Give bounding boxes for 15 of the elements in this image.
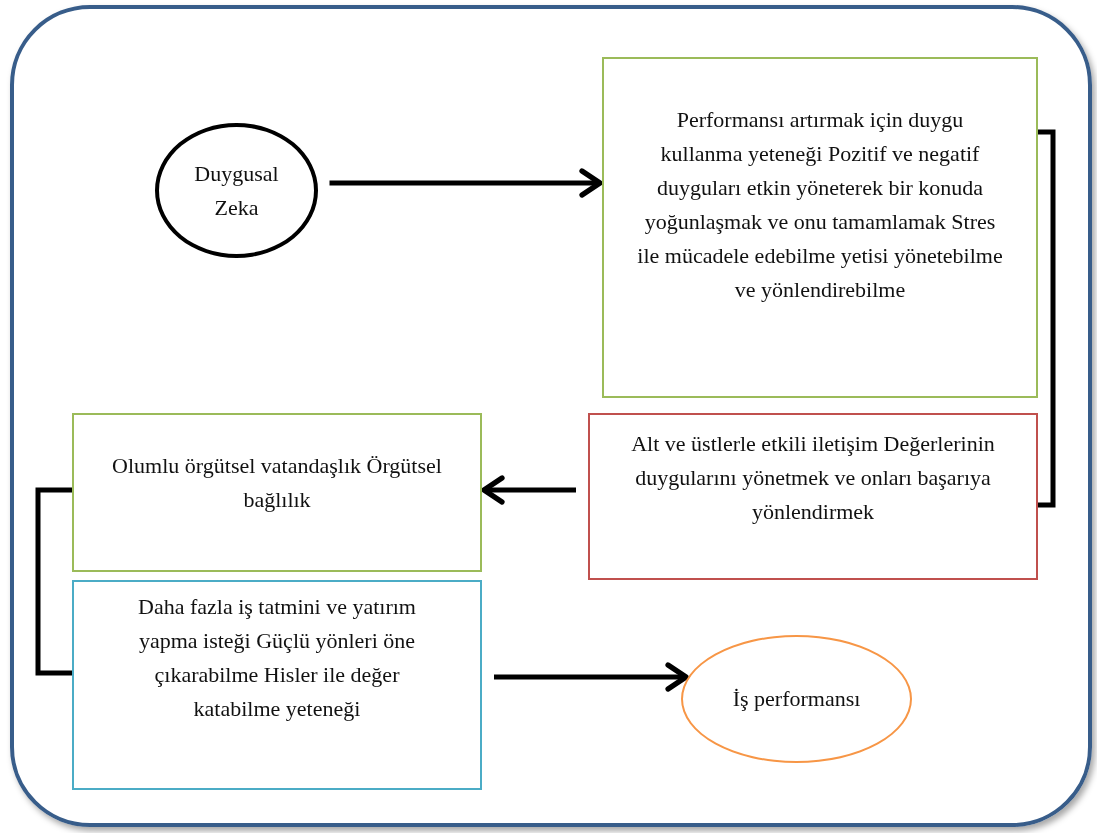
node-text: Performansı artırmak için duygu kullanma yeteneği Pozitif ve negatif duyguları etkin yöneterek bir konuda yoğunlaşmak ve onu tamamlamak Stres ile mücadele edebilme yetisi yönetebilme ve yönlendirebilme <box>636 106 1004 304</box>
text-box <box>588 413 1038 580</box>
bracket-connector <box>1038 129 1056 508</box>
text-box <box>72 413 482 572</box>
node-text: Olumlu örgütsel vatandaşlık Örgütsel bağlılık <box>111 452 443 514</box>
arrow <box>494 662 689 692</box>
arrow <box>481 475 576 505</box>
node-text: Daha fazla iş tatmini ve yatırım yapma isteği Güçlü yönleri öne çıkarabilme Hisler ile değer katabilme yeteneği <box>137 593 417 723</box>
text-box <box>602 57 1038 398</box>
bracket-connector <box>35 487 72 676</box>
node-text: Alt ve üstlerle etkili iletişim Değerlerinin duygularını yönetmek ve onları başarıya yönlendirmek <box>630 430 996 526</box>
node-text: Duygusal Zeka <box>194 159 279 222</box>
text-box <box>72 580 482 790</box>
arrow <box>329 168 603 198</box>
node-text: İş performansı <box>732 685 861 713</box>
